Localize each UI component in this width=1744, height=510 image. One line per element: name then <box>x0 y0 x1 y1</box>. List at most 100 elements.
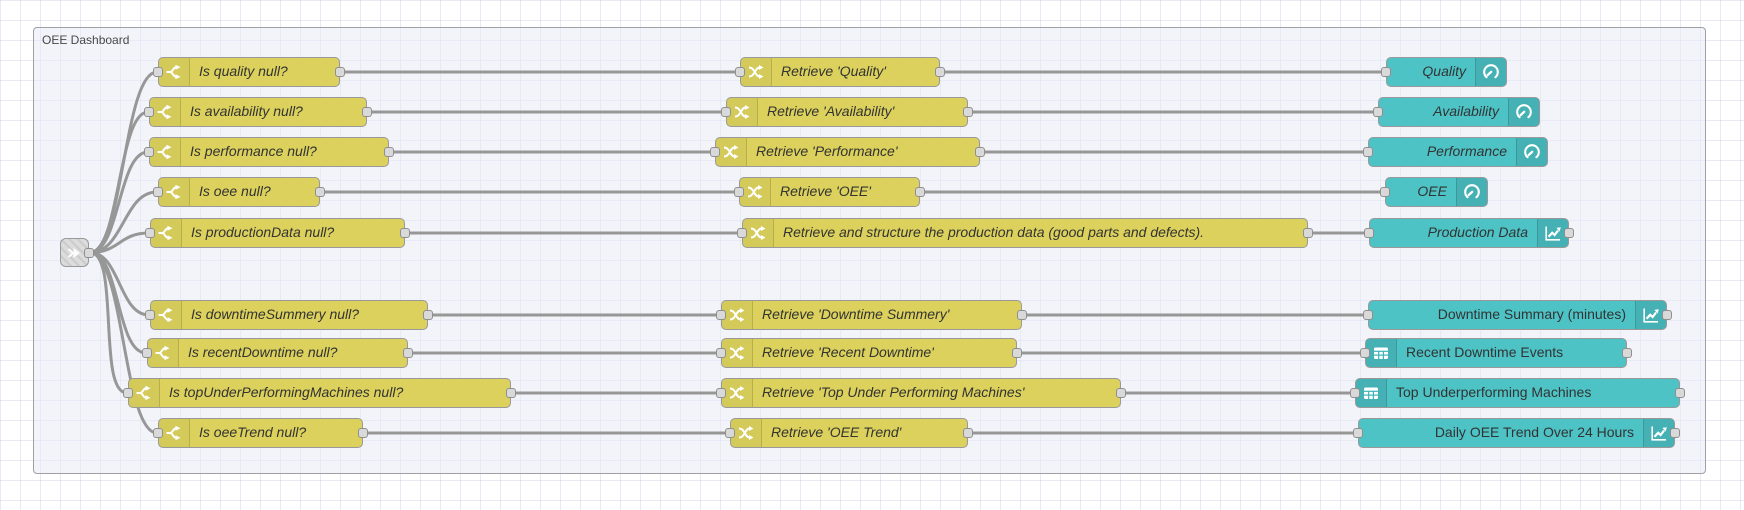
chart-icon <box>1537 219 1568 247</box>
output-port[interactable] <box>963 107 973 117</box>
input-port[interactable] <box>1360 348 1370 358</box>
node-retrieve-recent-downtime[interactable]: Retrieve 'Recent Downtime' <box>716 338 1022 368</box>
input-port[interactable] <box>735 67 745 77</box>
output-port[interactable] <box>915 187 925 197</box>
input-port[interactable] <box>153 67 163 77</box>
input-port[interactable] <box>734 187 744 197</box>
input-port[interactable] <box>710 147 720 157</box>
input-port[interactable] <box>716 310 726 320</box>
output-port[interactable] <box>358 428 368 438</box>
input-port[interactable] <box>145 228 155 238</box>
node-ui-oee[interactable]: OEE <box>1380 177 1488 207</box>
node-ui-production-data[interactable]: Production Data <box>1364 218 1574 248</box>
wire[interactable] <box>88 190 159 254</box>
input-port[interactable] <box>721 107 731 117</box>
wire[interactable] <box>88 251 159 435</box>
input-port[interactable] <box>1350 388 1360 398</box>
output-port[interactable] <box>84 247 94 258</box>
output-port[interactable] <box>1622 348 1632 358</box>
node-is-recentdowntime-null[interactable]: Is recentDowntime null? <box>142 338 413 368</box>
change-icon <box>722 339 753 367</box>
change-icon <box>741 58 772 86</box>
output-port[interactable] <box>935 67 945 77</box>
output-port[interactable] <box>506 388 516 398</box>
node-is-availability-null[interactable]: Is availability null? <box>144 97 372 127</box>
change-icon <box>716 138 747 166</box>
gauge-icon <box>1475 58 1506 86</box>
input-port[interactable] <box>145 310 155 320</box>
node-retrieve-quality[interactable]: Retrieve 'Quality' <box>735 57 945 87</box>
output-port[interactable] <box>1675 388 1685 398</box>
node-is-productiondata-null[interactable]: Is productionData null? <box>145 218 410 248</box>
node-is-topunderperformingmachines-null[interactable]: Is topUnderPerformingMachines null? <box>123 378 516 408</box>
output-port[interactable] <box>1303 228 1313 238</box>
input-port[interactable] <box>716 348 726 358</box>
input-port[interactable] <box>123 388 133 398</box>
node-ui-availability[interactable]: Availability <box>1373 97 1540 127</box>
output-port[interactable] <box>362 107 372 117</box>
output-port[interactable] <box>963 428 973 438</box>
input-port[interactable] <box>1380 187 1390 197</box>
node-label: Retrieve 'Downtime Summery' <box>762 306 950 322</box>
output-port[interactable] <box>315 187 325 197</box>
node-retrieve-top-under-performing-machines[interactable]: Retrieve 'Top Under Performing Machines' <box>716 378 1126 408</box>
input-port[interactable] <box>142 348 152 358</box>
output-port[interactable] <box>1116 388 1126 398</box>
node-is-oeetrend-null[interactable]: Is oeeTrend null? <box>153 418 368 448</box>
node-ui-quality[interactable]: Quality <box>1381 57 1507 87</box>
node-retrieve-oee-trend[interactable]: Retrieve 'OEE Trend' <box>725 418 973 448</box>
node-ui-performance[interactable]: Performance <box>1363 137 1548 167</box>
input-port[interactable] <box>1353 428 1363 438</box>
node-retrieve-oee[interactable]: Retrieve 'OEE' <box>734 177 925 207</box>
output-port[interactable] <box>1017 310 1027 320</box>
node-is-downtimesummery-null[interactable]: Is downtimeSummery null? <box>145 300 433 330</box>
wire[interactable] <box>88 231 151 254</box>
output-port[interactable] <box>400 228 410 238</box>
node-label: Availability <box>1433 103 1499 119</box>
output-port[interactable] <box>1662 310 1672 320</box>
input-port[interactable] <box>1363 310 1373 320</box>
node-retrieve-performance[interactable]: Retrieve 'Performance' <box>710 137 985 167</box>
input-port[interactable] <box>1373 107 1383 117</box>
input-port[interactable] <box>737 228 747 238</box>
switch-icon <box>129 379 160 407</box>
node-retrieve-production-data[interactable]: Retrieve and structure the production da… <box>737 218 1313 248</box>
input-port[interactable] <box>144 147 154 157</box>
input-port[interactable] <box>153 187 163 197</box>
output-port[interactable] <box>423 310 433 320</box>
node-is-quality-null[interactable]: Is quality null? <box>153 57 345 87</box>
input-port[interactable] <box>1363 147 1373 157</box>
node-ui-recent-downtime-events[interactable]: Recent Downtime Events <box>1360 338 1632 368</box>
node-ui-downtime-summary[interactable]: Downtime Summary (minutes) <box>1363 300 1672 330</box>
node-label: Retrieve 'Quality' <box>781 63 886 79</box>
input-port[interactable] <box>716 388 726 398</box>
input-port[interactable] <box>1364 228 1374 238</box>
node-ui-top-underperforming-machines[interactable]: Top Underperforming Machines <box>1350 378 1685 408</box>
switch-icon <box>151 301 182 329</box>
switch-icon <box>148 339 179 367</box>
node-ui-daily-oee-trend[interactable]: Daily OEE Trend Over 24 Hours <box>1353 418 1680 448</box>
node-label: Is quality null? <box>199 63 288 79</box>
output-port[interactable] <box>384 147 394 157</box>
input-port[interactable] <box>153 428 163 438</box>
chart-icon <box>1643 419 1674 447</box>
group-label: OEE Dashboard <box>42 33 130 47</box>
wire[interactable] <box>88 251 148 355</box>
node-label: Is recentDowntime null? <box>188 344 338 360</box>
node-link-in[interactable] <box>60 238 94 267</box>
output-port[interactable] <box>1670 428 1680 438</box>
node-is-performance-null[interactable]: Is performance null? <box>144 137 394 167</box>
output-port[interactable] <box>335 67 345 77</box>
output-port[interactable] <box>975 147 985 157</box>
input-port[interactable] <box>1381 67 1391 77</box>
node-retrieve-availability[interactable]: Retrieve 'Availability' <box>721 97 973 127</box>
output-port[interactable] <box>1012 348 1022 358</box>
node-retrieve-downtime-summery[interactable]: Retrieve 'Downtime Summery' <box>716 300 1027 330</box>
output-port[interactable] <box>1564 228 1574 238</box>
input-port[interactable] <box>725 428 735 438</box>
node-is-oee-null[interactable]: Is oee null? <box>153 177 325 207</box>
output-port[interactable] <box>403 348 413 358</box>
wire[interactable] <box>88 150 150 254</box>
input-port[interactable] <box>144 107 154 117</box>
